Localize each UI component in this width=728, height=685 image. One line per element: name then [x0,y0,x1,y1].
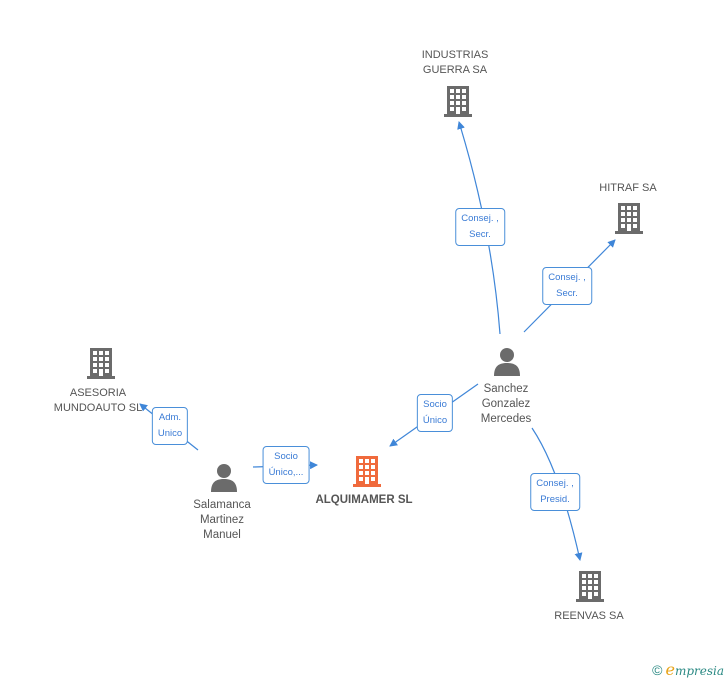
node-label-alquimamer[interactable]: ALQUIMAMER SL [315,494,413,506]
node-label-reenvas[interactable]: REENVAS SA [554,610,624,622]
node-label-industrias[interactable]: INDUSTRIAS GUERRA SA [421,49,489,76]
empresia-logo[interactable]: ©empresia [652,660,724,679]
copyright-icon: © [652,662,663,678]
edge-label-salamanca-asesoria: Adm. Unico [151,407,189,445]
salamanca-person-icon[interactable] [211,464,237,492]
brand-name: mpresia [674,664,724,678]
node-label-sanchez[interactable]: Sanchez Gonzalez Mercedes [480,383,532,425]
sanchez-person-icon[interactable] [494,348,520,376]
hitraf-building-icon[interactable] [615,203,643,234]
edge-label-sanchez-industrias: Consej. , Secr. [455,208,505,246]
brand-first-letter: e [665,660,675,679]
edge-label-sanchez-reenvas: Consej. , Presid. [530,473,580,511]
node-label-salamanca[interactable]: Salamanca Martinez Manuel [193,499,251,541]
edge-label-sanchez-alquimamer: Socio Único [416,394,454,432]
edge-label-salamanca-alquimamer: Socio Único,... [262,446,310,484]
node-label-asesoria[interactable]: ASESORIA MUNDOAUTO SL [53,387,143,414]
node-label-hitraf[interactable]: HITRAF SA [599,182,657,194]
edge-label-sanchez-hitraf: Consej. , Secr. [542,267,592,305]
industrias-building-icon[interactable] [444,86,472,117]
asesoria-building-icon[interactable] [87,348,115,379]
alquimamer-building-icon[interactable] [353,456,381,487]
reenvas-building-icon[interactable] [576,571,604,602]
